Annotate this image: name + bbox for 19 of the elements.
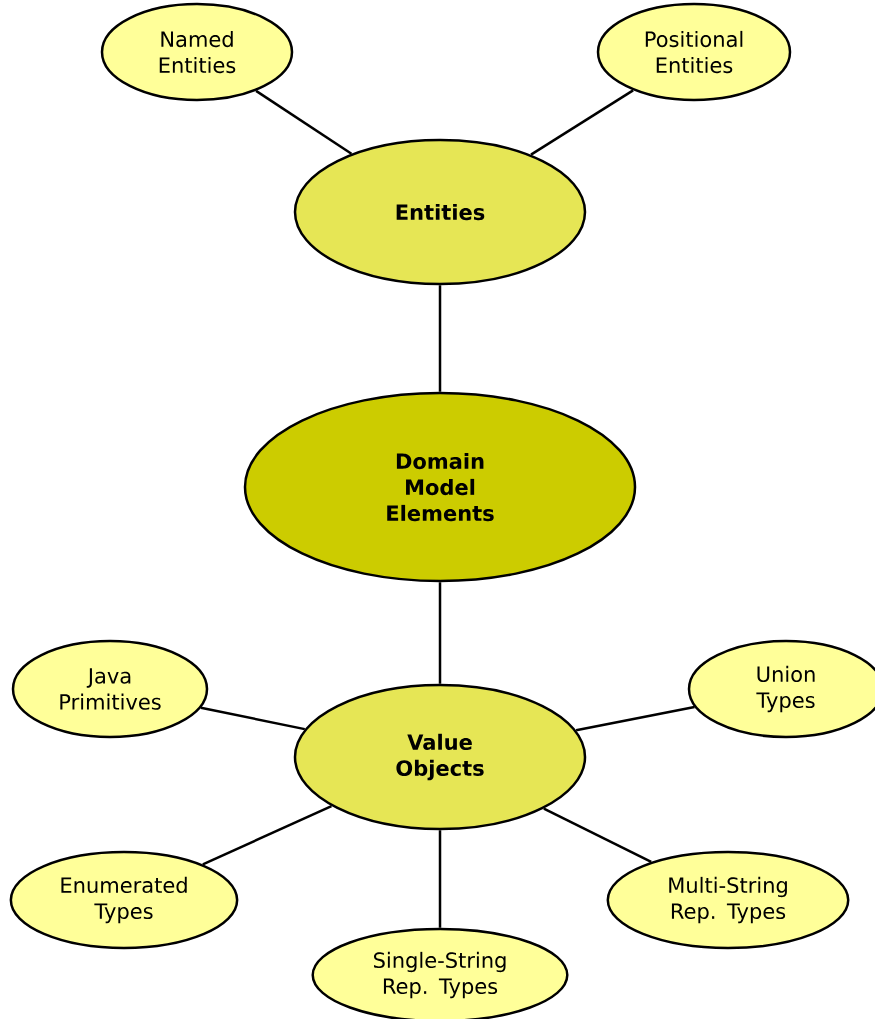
connector-line <box>200 706 305 731</box>
connector-line <box>202 805 332 866</box>
connector-line <box>575 705 695 732</box>
connector-line <box>438 830 442 928</box>
ellipse-node: Positional Entities <box>596 2 792 102</box>
ellipse-node: Domain Model Elements <box>243 391 637 583</box>
connector-line <box>543 807 652 863</box>
ellipse-node: Multi-String Rep. Types <box>606 850 850 950</box>
ellipse-node: Union Types <box>687 639 875 739</box>
ellipse-node: Java Primitives <box>11 639 209 739</box>
ellipse-node: Enumerated Types <box>9 850 239 950</box>
ellipse-node: Value Objects <box>293 683 587 831</box>
ellipse-node: Single-String Rep. Types <box>311 927 569 1019</box>
connector-line <box>438 285 442 392</box>
ellipse-node: Named Entities <box>100 2 294 102</box>
connector-line <box>438 582 442 684</box>
connector-line <box>530 89 634 156</box>
connector-line <box>255 89 353 155</box>
ellipse-node: Entities <box>293 138 587 286</box>
